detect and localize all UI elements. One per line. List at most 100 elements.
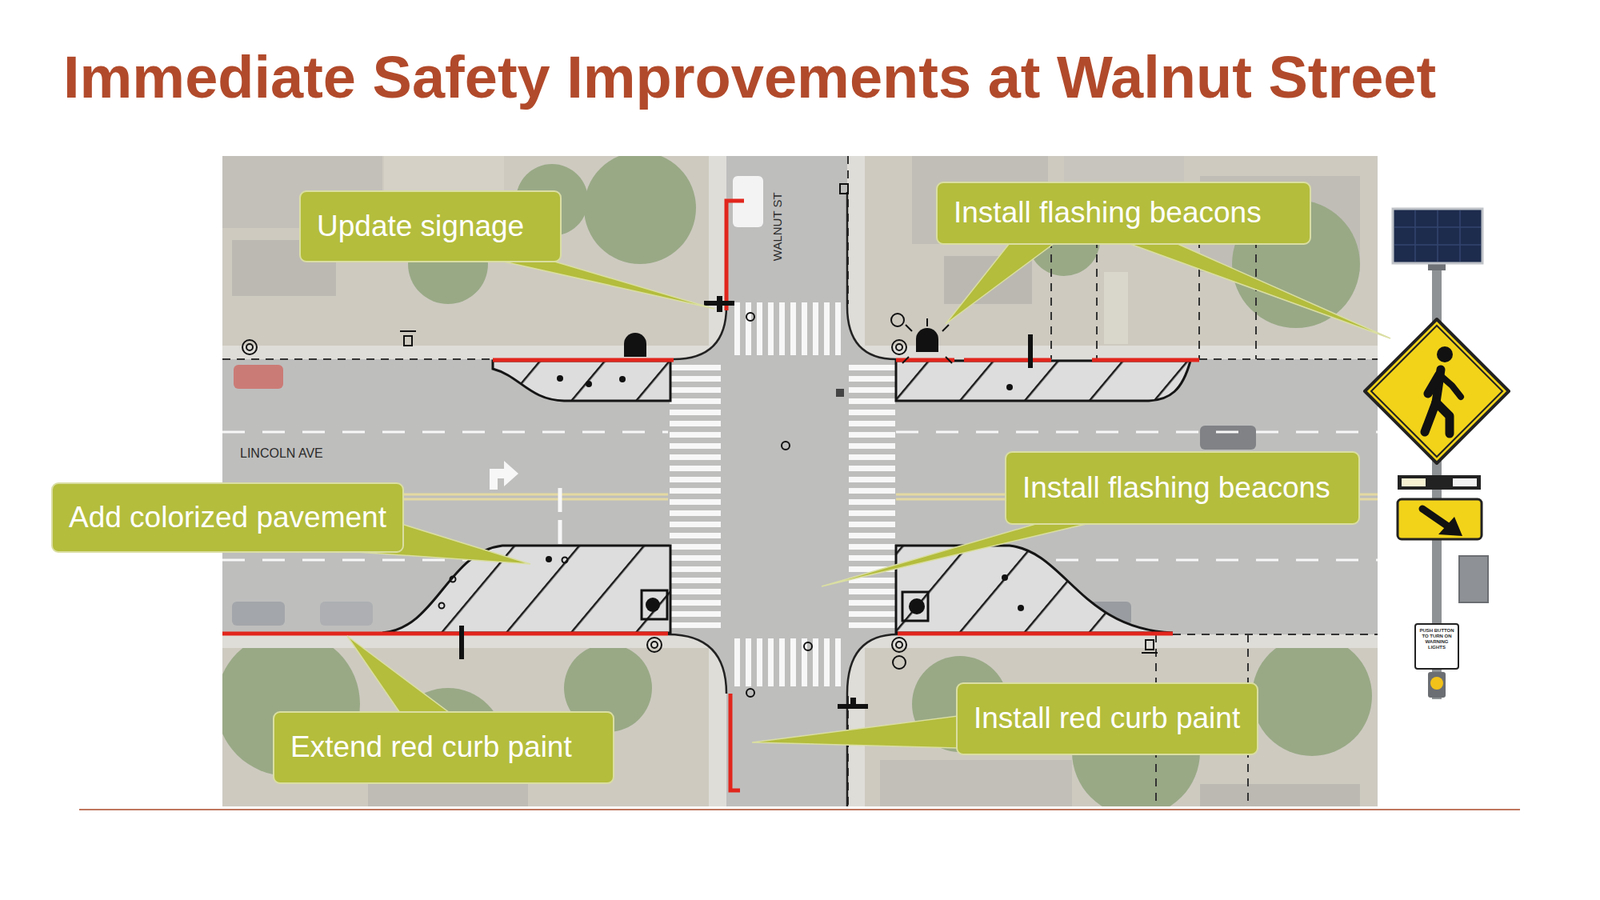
south-crosswalk bbox=[734, 638, 841, 687]
pedestrian-sign bbox=[1364, 319, 1509, 464]
solar-panel bbox=[1394, 210, 1481, 262]
west-crosswalk bbox=[669, 387, 721, 393]
south-crosswalk bbox=[768, 638, 774, 687]
pedestrian-sign bbox=[1439, 374, 1461, 397]
aerial-map bbox=[222, 156, 1378, 807]
red-curb bbox=[492, 358, 674, 363]
plan-symbols bbox=[1028, 334, 1033, 368]
north-crosswalk bbox=[768, 302, 774, 356]
east-crosswalk bbox=[848, 488, 896, 494]
east-crosswalk bbox=[848, 443, 896, 449]
plan-symbols bbox=[746, 312, 755, 321]
plan-symbols bbox=[781, 441, 790, 450]
north-crosswalk bbox=[801, 302, 808, 356]
west-crosswalk bbox=[669, 364, 721, 371]
bulb-dots bbox=[585, 380, 592, 388]
east-crosswalk bbox=[848, 364, 896, 628]
curb-returns bbox=[673, 306, 727, 360]
callout-box: Install red curb paint bbox=[956, 682, 1259, 756]
west-crosswalk bbox=[669, 510, 721, 516]
south-crosswalk bbox=[812, 638, 819, 687]
callout-text: Extend red curb paint bbox=[290, 730, 572, 765]
slide-title: Immediate Safety Improvements at Walnut … bbox=[63, 48, 1436, 108]
map-wash bbox=[222, 156, 1378, 807]
pedestrian-sign bbox=[1364, 319, 1509, 464]
plan-symbols bbox=[892, 637, 907, 652]
north-crosswalk bbox=[756, 302, 763, 356]
street-name: LINCOLN AVE bbox=[240, 446, 324, 461]
callout-text: Add colorized pavement bbox=[68, 500, 387, 536]
west-crosswalk bbox=[669, 622, 721, 628]
south-crosswalk bbox=[790, 638, 796, 687]
east-crosswalk bbox=[848, 409, 896, 416]
solar-panel bbox=[1436, 210, 1439, 262]
solar-panel bbox=[1459, 210, 1461, 262]
plan-symbols bbox=[892, 656, 906, 669]
callout-box: Extend red curb paint bbox=[272, 711, 615, 784]
bulb-dots bbox=[556, 375, 564, 382]
plan-symbols bbox=[624, 332, 647, 357]
property-lines bbox=[222, 156, 1378, 807]
solar-panel bbox=[1394, 244, 1481, 246]
west-crosswalk bbox=[669, 532, 721, 539]
bulb-dots bbox=[1006, 384, 1013, 391]
solar-panel bbox=[1414, 210, 1416, 262]
flashing-beacon-bar bbox=[1397, 475, 1481, 490]
east-crosswalk bbox=[848, 611, 896, 617]
south-crosswalk bbox=[745, 638, 752, 687]
north-crosswalk bbox=[812, 302, 819, 356]
red-curb bbox=[897, 632, 1173, 636]
terrain bbox=[222, 156, 1378, 807]
red-curb bbox=[964, 358, 1052, 363]
curb-returns bbox=[847, 306, 896, 360]
callout-pointers bbox=[344, 243, 1391, 748]
pedestrian-sign bbox=[1436, 346, 1453, 363]
east-crosswalk bbox=[848, 622, 896, 628]
red-curb bbox=[222, 632, 668, 636]
bulb-dots bbox=[562, 557, 568, 564]
east-crosswalk bbox=[848, 420, 896, 427]
south-crosswalk bbox=[824, 638, 830, 687]
plan-symbols bbox=[804, 642, 812, 651]
callout-text: Install red curb paint bbox=[973, 701, 1240, 736]
property-lines bbox=[222, 358, 493, 360]
east-crosswalk bbox=[848, 364, 896, 371]
plan-symbols bbox=[908, 598, 925, 615]
bulb-dots bbox=[450, 576, 456, 583]
east-crosswalk bbox=[848, 600, 896, 606]
property-lines bbox=[1199, 358, 1378, 360]
north-crosswalk bbox=[734, 302, 841, 356]
crosswalks bbox=[669, 302, 896, 687]
solar-panel bbox=[1394, 226, 1481, 228]
west-crosswalk bbox=[669, 600, 721, 606]
pointer-extend-red-curb bbox=[347, 636, 450, 713]
bulb-dots bbox=[545, 556, 552, 563]
callout-box: Install flashing beacons bbox=[1004, 451, 1360, 525]
arrow-plaque bbox=[1422, 508, 1448, 527]
south-crosswalk bbox=[734, 638, 740, 687]
flashing-beacon-bar bbox=[1452, 478, 1477, 487]
pointer-update-signage bbox=[500, 260, 715, 309]
south-crosswalk bbox=[756, 638, 763, 687]
west-crosswalk bbox=[669, 443, 721, 449]
west-crosswalk bbox=[669, 588, 721, 595]
east-crosswalk bbox=[848, 432, 896, 438]
west-crosswalk bbox=[669, 577, 721, 584]
callout-text: Install flashing beacons bbox=[1022, 471, 1331, 506]
red-curb bbox=[1092, 358, 1200, 363]
plan-symbols bbox=[896, 641, 903, 648]
plan-symbols bbox=[647, 637, 662, 652]
curb-returns bbox=[668, 634, 727, 694]
west-crosswalk bbox=[669, 488, 721, 494]
flashing-beacon-bar bbox=[1397, 475, 1481, 490]
plan-symbols bbox=[404, 336, 412, 346]
property-lines bbox=[1050, 240, 1052, 360]
plan-symbols bbox=[840, 184, 848, 194]
plan-symbols bbox=[945, 356, 952, 364]
curb-returns bbox=[846, 693, 849, 807]
callout-box: Install flashing beacons bbox=[936, 181, 1312, 245]
east-crosswalk bbox=[848, 499, 896, 505]
bulb-dots bbox=[1017, 604, 1024, 612]
plan-symbols bbox=[836, 388, 844, 397]
red-curb bbox=[726, 200, 744, 311]
